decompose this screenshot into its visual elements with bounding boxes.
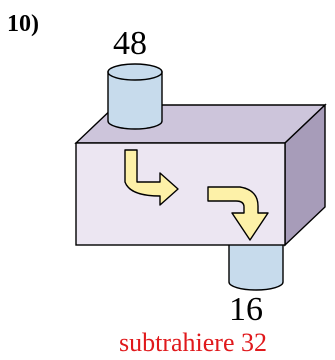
input-value: 48	[113, 25, 147, 62]
output-cylinder	[228, 234, 284, 291]
output-value: 16	[229, 291, 263, 328]
problem-number: 10)	[7, 11, 39, 37]
input-cylinder	[107, 63, 163, 130]
arrow-right-icon	[124, 149, 179, 206]
operation-rule: subtrahiere 32	[119, 328, 268, 357]
arrow-down-icon	[207, 186, 269, 241]
